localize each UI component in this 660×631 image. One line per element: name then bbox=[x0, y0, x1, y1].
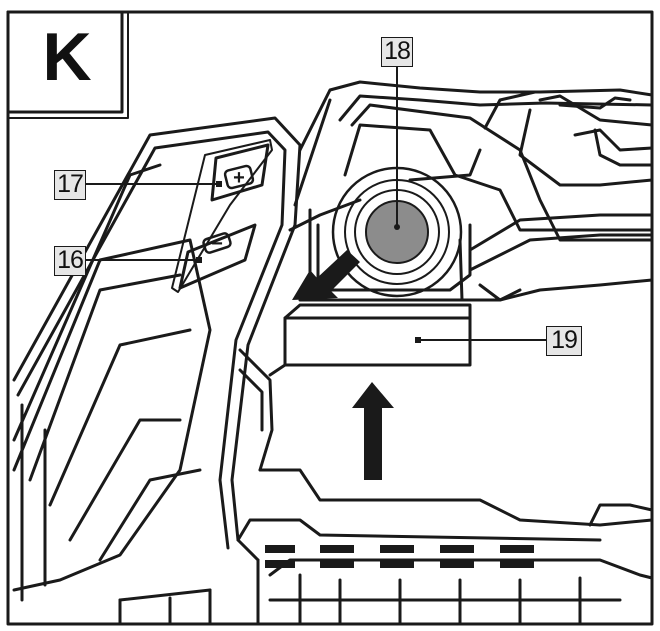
button-pad bbox=[171, 139, 273, 293]
panel-label-frame bbox=[6, 10, 124, 114]
push-arrow-up bbox=[352, 382, 394, 480]
leader-17-dot bbox=[216, 181, 222, 187]
callout-16: 16 bbox=[54, 246, 86, 276]
minus-button: − bbox=[202, 232, 232, 255]
minus-symbol: − bbox=[211, 233, 223, 255]
figure-frame bbox=[6, 10, 654, 626]
callout-17: 17 bbox=[54, 170, 86, 200]
panel-label-frame-outer bbox=[7, 11, 129, 119]
lower-body bbox=[118, 468, 654, 626]
callout-18: 18 bbox=[381, 37, 413, 67]
callout-19: 19 bbox=[546, 326, 582, 356]
plus-button: + bbox=[223, 164, 255, 190]
vent-grille bbox=[265, 545, 534, 568]
push-arrow-diagonal bbox=[292, 250, 360, 300]
handle bbox=[288, 80, 654, 302]
leader-19-dot bbox=[415, 337, 421, 343]
plus-symbol: + bbox=[233, 167, 245, 189]
panel-letter: K bbox=[42, 19, 92, 95]
leader-16-dot bbox=[196, 257, 202, 263]
battery-slot bbox=[268, 303, 472, 377]
left-housing bbox=[12, 116, 302, 602]
body-block bbox=[298, 208, 522, 302]
